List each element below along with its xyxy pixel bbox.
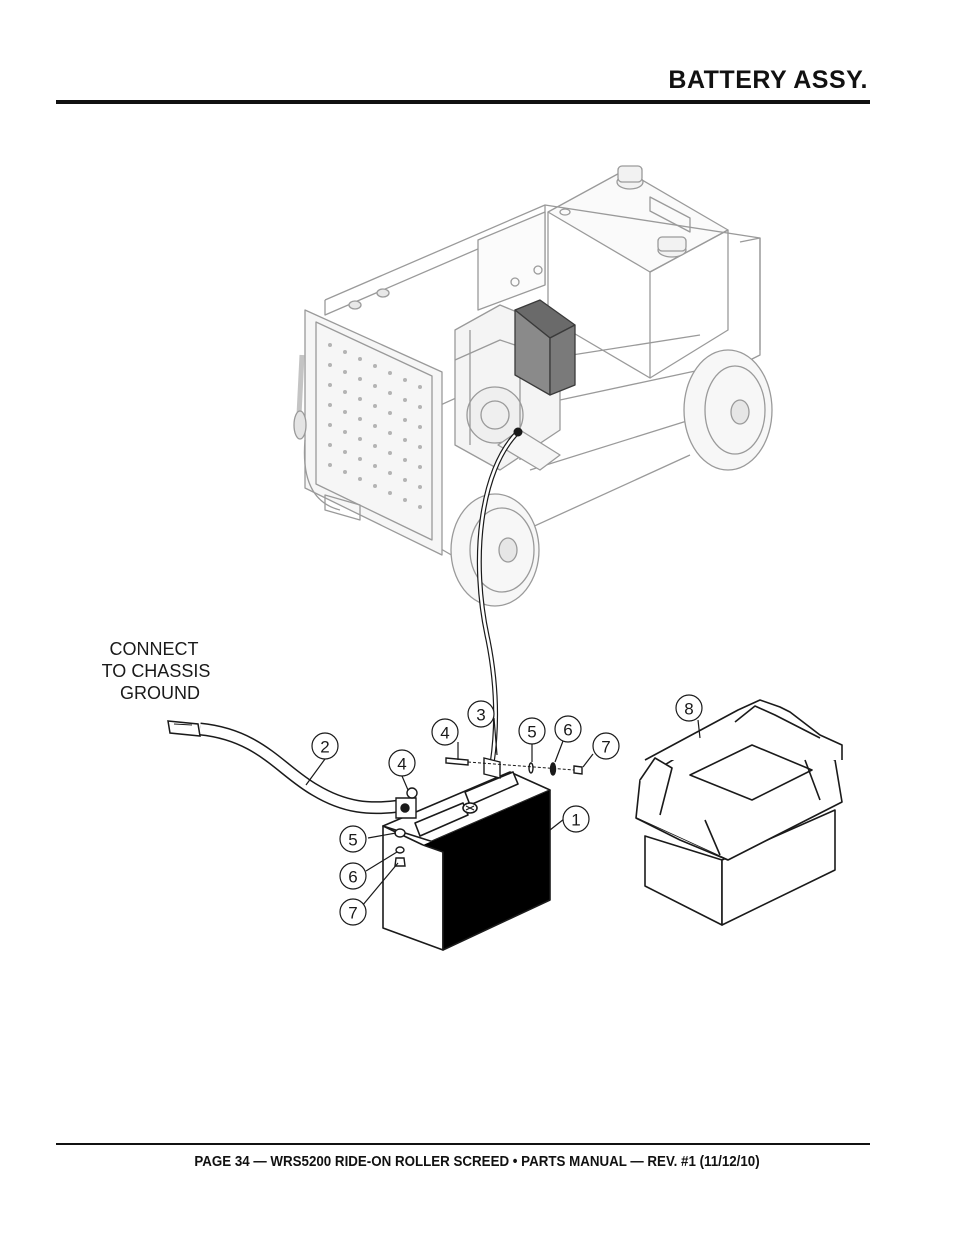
callout-7-left: 7 xyxy=(339,898,367,926)
callout-6-left: 6 xyxy=(339,862,367,890)
callout-6-top: 6 xyxy=(554,715,582,743)
svg-text:7: 7 xyxy=(601,738,610,757)
ground-cable xyxy=(167,720,401,815)
callout-2: 2 xyxy=(311,732,339,760)
svg-text:7: 7 xyxy=(348,904,357,923)
callout-8: 8 xyxy=(675,694,703,722)
battery xyxy=(382,771,551,951)
footer-rule xyxy=(56,1143,870,1145)
svg-text:6: 6 xyxy=(348,868,357,887)
svg-text:5: 5 xyxy=(348,831,357,850)
machine-chassis-drawing xyxy=(293,165,773,607)
callout-5-left: 5 xyxy=(339,825,367,853)
svg-text:4: 4 xyxy=(440,724,449,743)
callout-1: 1 xyxy=(562,805,590,833)
svg-text:4: 4 xyxy=(397,755,406,774)
callout-5-top: 5 xyxy=(518,717,546,745)
page-title: BATTERY ASSY. xyxy=(668,66,868,94)
svg-text:8: 8 xyxy=(684,700,693,719)
page-footer: PAGE 34 — WRS5200 RIDE-ON ROLLER SCREED … xyxy=(194,1154,760,1170)
callout-4-left: 4 xyxy=(388,749,416,777)
callout-4-top: 4 xyxy=(431,718,459,746)
callout-3: 3 xyxy=(467,700,495,728)
chassis-ground-note: CONNECT TO CHASSIS GROUND xyxy=(102,639,211,703)
note-line-1: CONNECT xyxy=(110,639,199,659)
svg-text:3: 3 xyxy=(476,706,485,725)
note-line-2: TO CHASSIS xyxy=(102,661,211,681)
svg-text:1: 1 xyxy=(571,811,580,830)
positive-cable xyxy=(476,427,523,765)
svg-text:6: 6 xyxy=(563,721,572,740)
note-line-3: GROUND xyxy=(120,683,200,703)
callout-7-top: 7 xyxy=(592,732,620,760)
terminal-hardware xyxy=(394,757,583,867)
battery-box xyxy=(635,699,843,926)
leader-lines xyxy=(305,717,701,907)
svg-text:2: 2 xyxy=(320,738,329,757)
header-rule xyxy=(56,100,870,104)
svg-text:5: 5 xyxy=(527,723,536,742)
